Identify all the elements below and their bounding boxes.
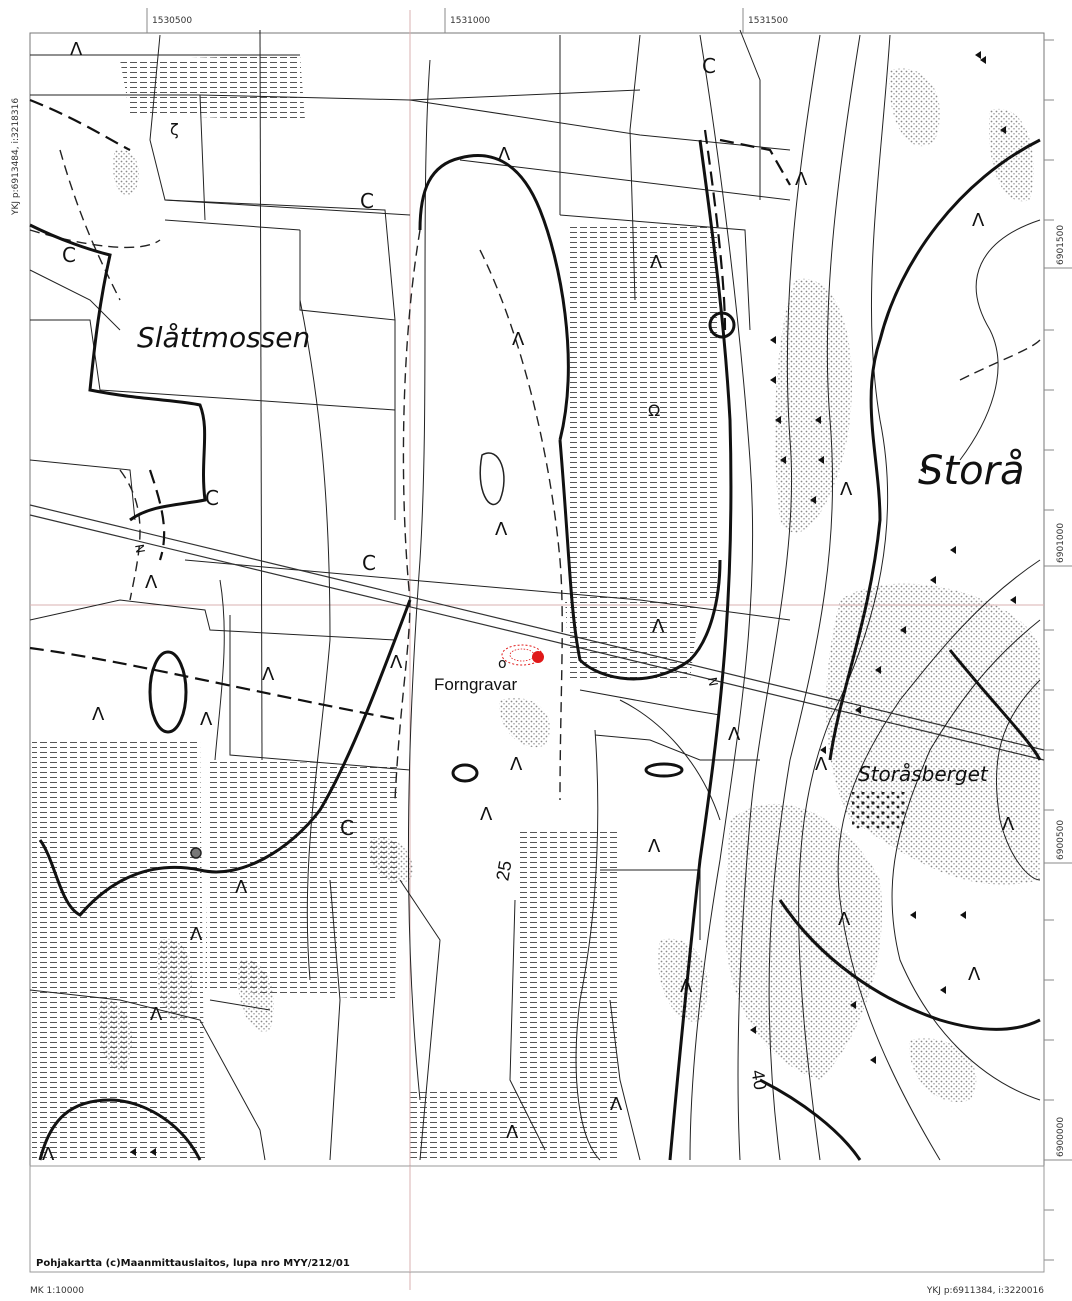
svg-text:C: C — [362, 551, 376, 575]
svg-text:Λ: Λ — [680, 976, 693, 997]
svg-text:Λ: Λ — [650, 252, 663, 273]
right-tick-label: 6901500 — [1056, 225, 1066, 265]
footpaths — [29, 149, 1041, 801]
svg-text:Λ: Λ — [262, 664, 275, 685]
top-tick-label: 1530500 — [152, 16, 192, 26]
marsh-areas — [32, 55, 720, 1160]
svg-text:Λ: Λ — [838, 909, 851, 930]
map-credit: Pohjakartta (c)Maanmittauslaitos, lupa n… — [36, 1258, 350, 1269]
tracks — [29, 98, 791, 722]
svg-text:Λ: Λ — [652, 616, 665, 637]
svg-text:C: C — [340, 816, 354, 840]
svg-text:Λ: Λ — [92, 704, 105, 725]
svg-text:Λ: Λ — [70, 39, 83, 60]
svg-text:C: C — [62, 243, 76, 267]
svg-text:Λ: Λ — [390, 652, 403, 673]
svg-text:Λ: Λ — [480, 804, 493, 825]
svg-text:Λ: Λ — [235, 877, 248, 898]
svg-text:Λ: Λ — [610, 1094, 623, 1115]
svg-text:Λ: Λ — [840, 479, 853, 500]
svg-text:Λ: Λ — [145, 572, 158, 593]
cliff-markers — [130, 51, 1016, 1156]
svg-text:ζ: ζ — [170, 120, 179, 139]
field-boundaries — [29, 29, 791, 1161]
legend-panel — [29, 1165, 1045, 1273]
svg-text:C: C — [702, 54, 716, 78]
svg-text:Λ: Λ — [42, 1144, 55, 1165]
svg-text:Λ: Λ — [200, 709, 213, 730]
site-marker — [501, 644, 544, 666]
main-boundaries — [29, 138, 1042, 1161]
right-tick-label: 6900500 — [1056, 820, 1066, 860]
contour-label-40: 40 — [747, 1068, 770, 1091]
svg-text:Λ: Λ — [510, 754, 523, 775]
coordinate-grid — [30, 10, 1044, 1290]
svg-text:Λ: Λ — [968, 964, 981, 985]
corner-coordinate-label: YKJ p:6913484, i:3218316 — [11, 98, 21, 216]
svg-text:Λ: Λ — [815, 754, 828, 775]
svg-text:N: N — [705, 676, 720, 687]
place-name-storasberget: Storåsberget — [858, 762, 989, 786]
top-tick-label: 1531500 — [748, 16, 788, 26]
svg-text:Λ: Λ — [506, 1122, 519, 1143]
svg-text:Λ: Λ — [498, 144, 511, 165]
scale-label: MK 1:10000 — [30, 1286, 84, 1296]
top-tick-label: 1531000 — [450, 16, 490, 26]
bottom-coordinate-label: YKJ p:6911384, i:3220016 — [926, 1286, 1044, 1296]
svg-text:Λ: Λ — [512, 329, 525, 350]
svg-text:N: N — [132, 543, 147, 554]
ponds — [148, 311, 736, 783]
svg-text:Λ: Λ — [728, 724, 741, 745]
place-name-stora: Storå — [918, 448, 1025, 494]
svg-text:Λ: Λ — [795, 169, 808, 190]
svg-text:Λ: Λ — [972, 210, 985, 231]
contour-lines — [214, 34, 1041, 1161]
right-tick-label: 6901000 — [1056, 523, 1066, 563]
svg-text:Λ: Λ — [150, 1004, 163, 1025]
svg-text:C: C — [360, 189, 374, 213]
svg-text:Λ: Λ — [495, 519, 508, 540]
site-label: Forngravar — [434, 675, 517, 694]
svg-text:Λ: Λ — [648, 836, 661, 857]
svg-text:C: C — [205, 486, 219, 510]
svg-text:Λ: Λ — [1002, 814, 1015, 835]
svg-text:o: o — [498, 656, 507, 672]
right-tick-label: 6900000 — [1056, 1117, 1066, 1157]
power-line — [29, 504, 1045, 761]
terrain-symbols: Λ Λ Λ Λ Λ Λ Λ Λ Λ Λ Λ Λ Λ Λ Λ Λ Λ Λ Λ Λ Λ Λ Λ Λ Λ Λ Λ Λ Λ C… — [42, 39, 1015, 1165]
svg-text:Ω: Ω — [648, 401, 660, 420]
svg-text:Λ: Λ — [190, 924, 203, 945]
contour-label-25: 25 — [492, 859, 515, 882]
place-name-slattmossen: Slåttmossen — [137, 321, 310, 354]
